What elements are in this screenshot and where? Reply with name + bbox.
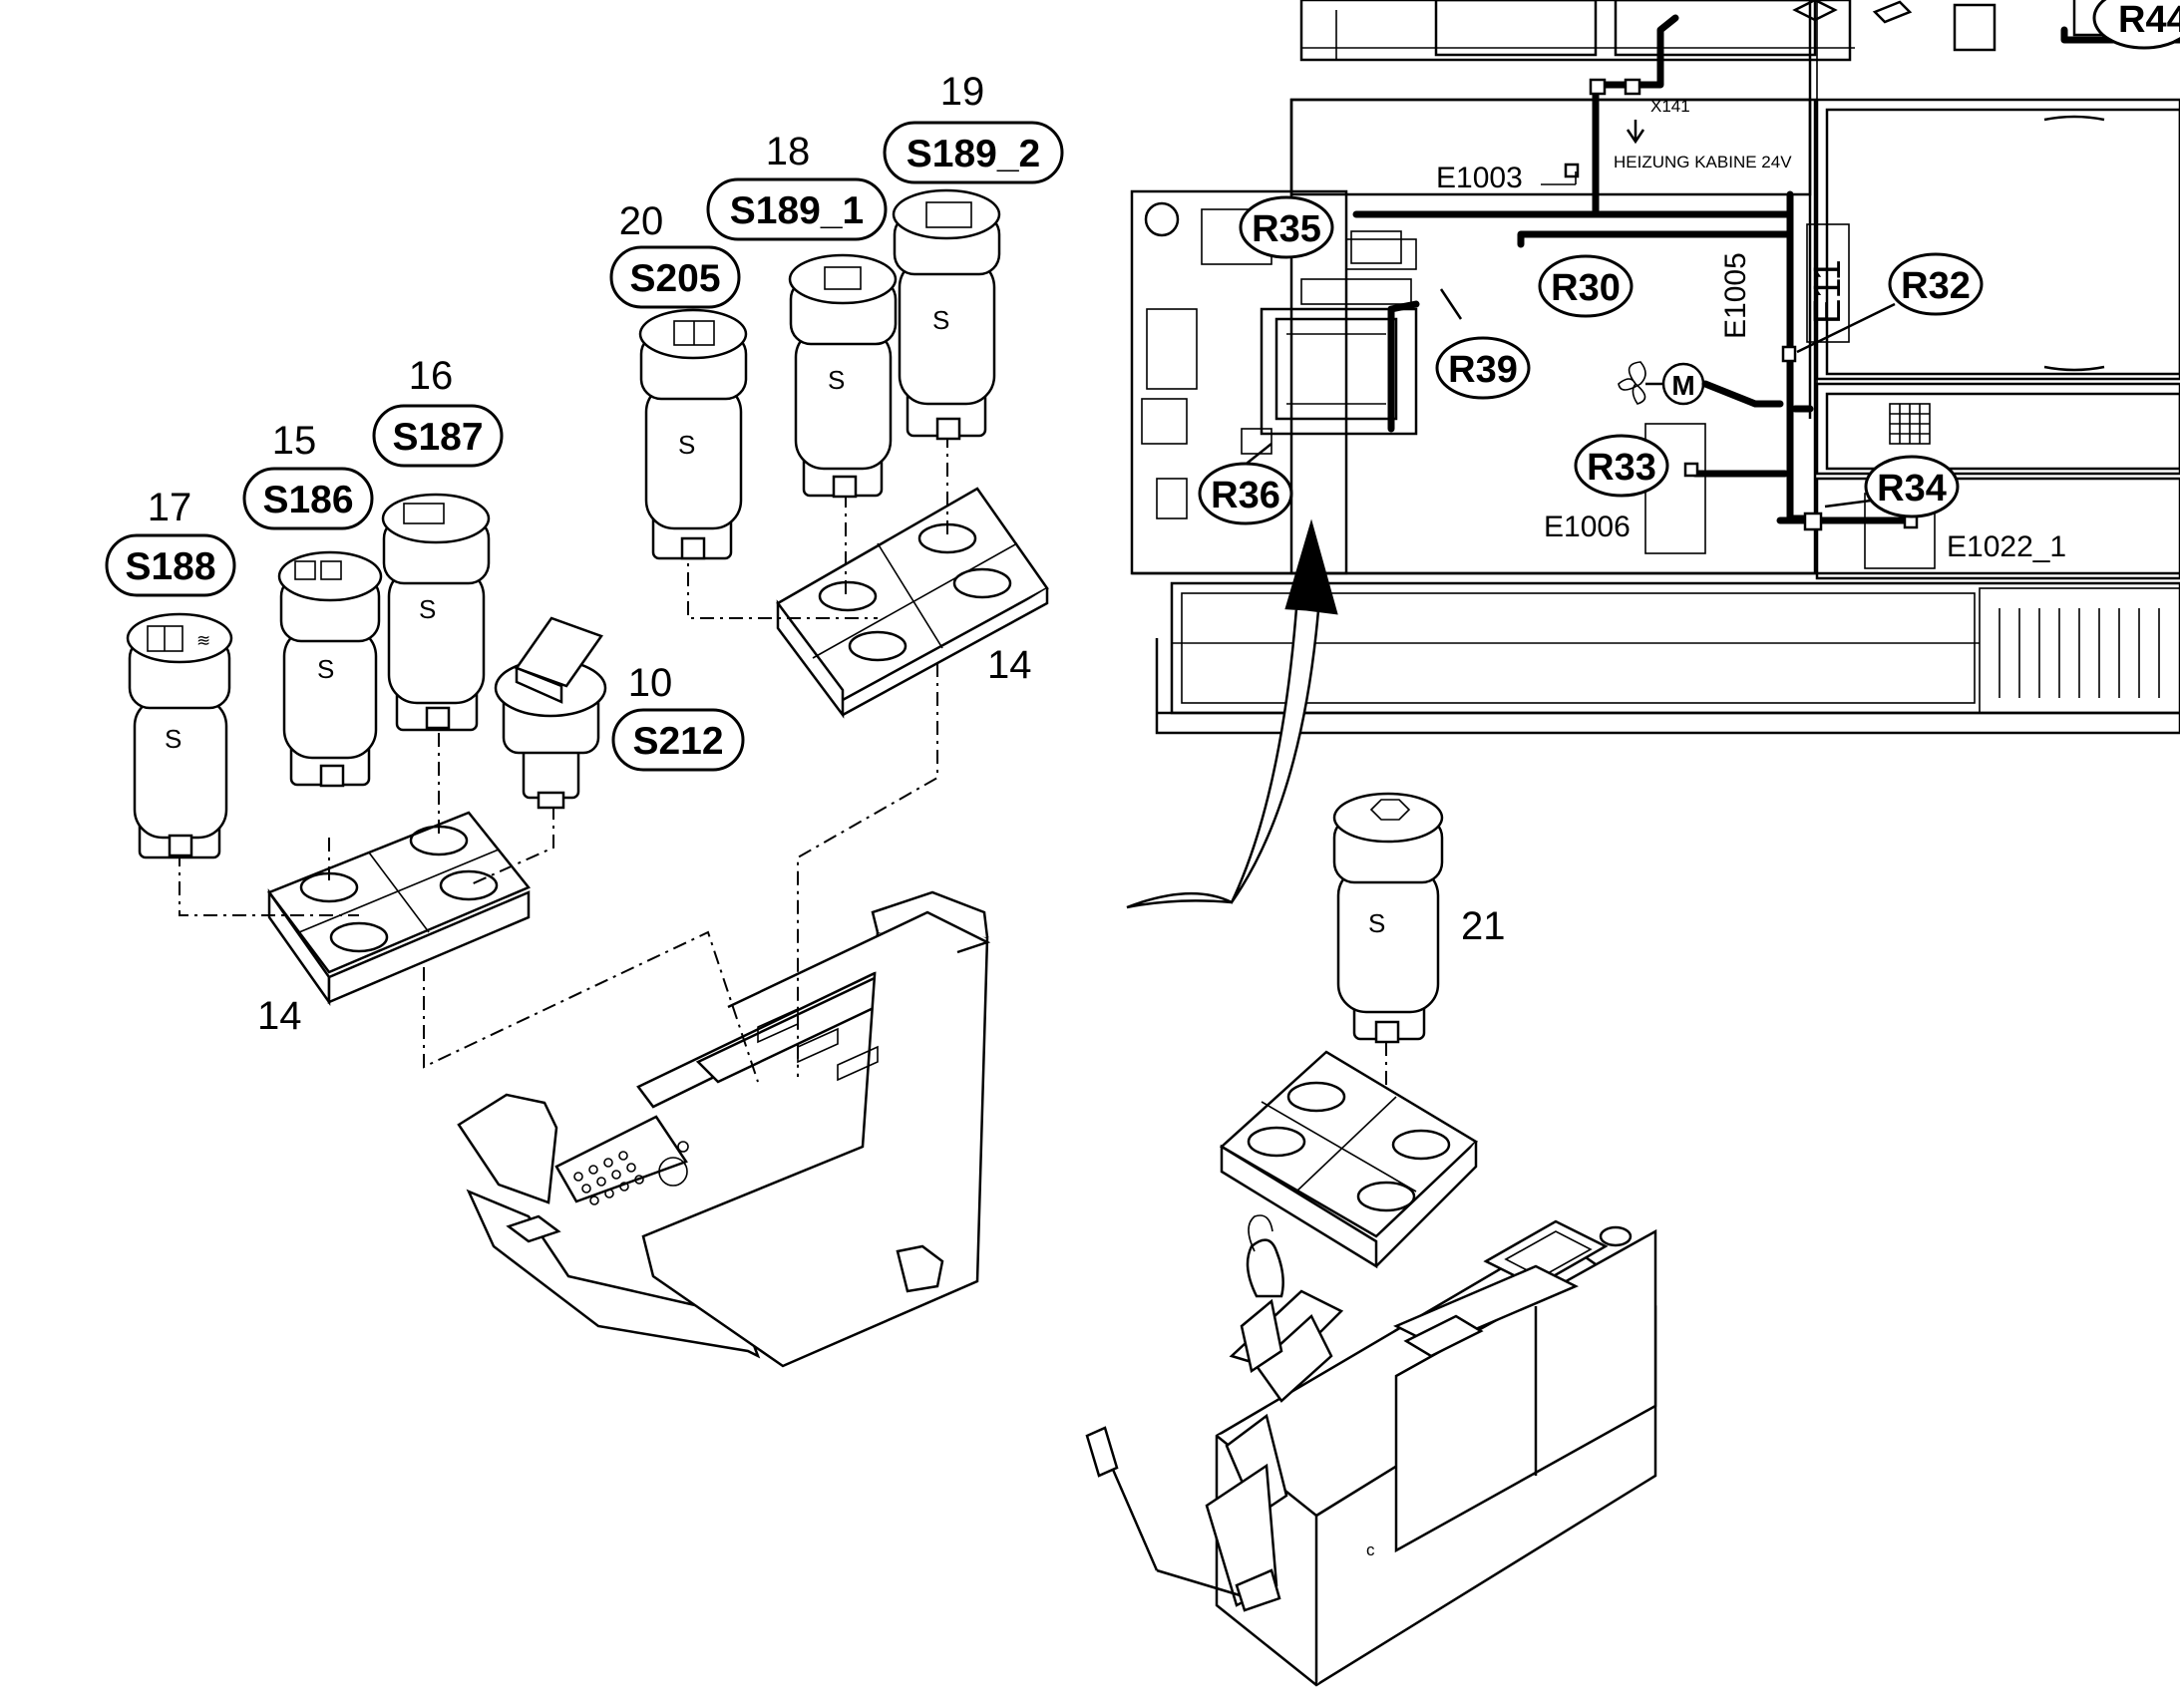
label-holder-left: 14 (257, 994, 302, 1038)
keypad-dots (573, 1151, 644, 1205)
svg-text:20: 20 (619, 199, 664, 243)
label-holder-right: 14 (987, 643, 1032, 687)
svg-text:R39: R39 (1448, 349, 1518, 391)
assembly-lines (179, 434, 1387, 1196)
svg-text:R30: R30 (1551, 267, 1621, 309)
switch-16: S (381, 493, 491, 732)
svg-text:S205: S205 (629, 257, 720, 300)
svg-text:S: S (828, 365, 845, 395)
svg-text:S212: S212 (632, 720, 723, 763)
callout-r35: R35 (1239, 195, 1334, 259)
svg-text:S189_2: S189_2 (907, 133, 1040, 175)
svg-text:S188: S188 (125, 545, 215, 588)
svg-text:S: S (932, 305, 949, 335)
svg-text:18: 18 (766, 130, 811, 173)
svg-text:R35: R35 (1252, 208, 1321, 250)
label-heating: HEIZUNG KABINE 24V (1614, 153, 1792, 171)
svg-text:S187: S187 (392, 416, 483, 459)
svg-text:16: 16 (409, 354, 454, 398)
svg-text:c: c (1366, 1540, 1375, 1559)
switch-18: S (788, 253, 898, 499)
label-part-21: 21 (1461, 904, 1506, 948)
svg-text:S: S (678, 430, 695, 460)
svg-text:S: S (165, 724, 182, 754)
label-e1006: E1006 (1544, 511, 1631, 543)
svg-text:S: S (1368, 908, 1385, 938)
callout-17: 17 S188 (105, 486, 236, 597)
label-e11: E11 (1807, 259, 1849, 324)
svg-text:15: 15 (272, 419, 317, 463)
svg-text:10: 10 (628, 661, 673, 705)
callout-20: 20 S205 (609, 199, 741, 309)
svg-text:19: 19 (940, 70, 985, 114)
cab-panel (1130, 0, 2180, 735)
switch-19: S (892, 188, 1001, 441)
callout-r32: R32 (1888, 252, 1984, 316)
callout-r39: R39 (1435, 336, 1531, 400)
switch-20: S (638, 308, 748, 560)
right-console: c (1085, 1214, 1657, 1687)
callout-10: 10 S212 (611, 661, 745, 772)
callout-r34: R34 (1864, 455, 1960, 518)
callout-r36: R36 (1198, 462, 1293, 525)
svg-text:R44: R44 (2118, 0, 2180, 41)
svg-text:R33: R33 (1587, 447, 1656, 489)
callout-r44: R44 (2072, 0, 2180, 50)
svg-text:R36: R36 (1211, 475, 1280, 516)
callout-19: 19 S189_2 (883, 70, 1064, 184)
svg-text:R32: R32 (1901, 265, 1971, 307)
switch-17: ≋ S (126, 612, 233, 859)
callout-18: 18 S189_1 (706, 130, 888, 241)
left-console (457, 890, 991, 1368)
svg-text:≋: ≋ (196, 631, 210, 650)
svg-text:S186: S186 (262, 479, 353, 521)
label-motor: M (1671, 370, 1694, 401)
callout-r33: R33 (1574, 434, 1669, 498)
label-e1022-1: E1022_1 (1947, 530, 2066, 563)
holder-block-bottom (1219, 1050, 1479, 1269)
callout-r30: R30 (1538, 254, 1634, 318)
holder-block-right (776, 487, 1049, 719)
switch-15: S (277, 550, 383, 788)
label-e1003: E1003 (1436, 162, 1523, 194)
ventilation-grille (1998, 608, 2160, 698)
label-x141: X141 (1650, 97, 1690, 116)
svg-text:R34: R34 (1877, 468, 1947, 510)
callout-15: 15 S186 (242, 419, 374, 530)
callout-16: 16 S187 (372, 354, 504, 468)
svg-text:17: 17 (148, 486, 192, 529)
label-e1005: E1005 (1719, 252, 1752, 339)
svg-text:S189_1: S189_1 (730, 189, 864, 232)
svg-text:S: S (317, 654, 334, 684)
switch-10 (494, 616, 607, 810)
switch-21: S (1332, 792, 1444, 1044)
holder-block-left (267, 811, 532, 1006)
svg-text:S: S (419, 594, 436, 624)
